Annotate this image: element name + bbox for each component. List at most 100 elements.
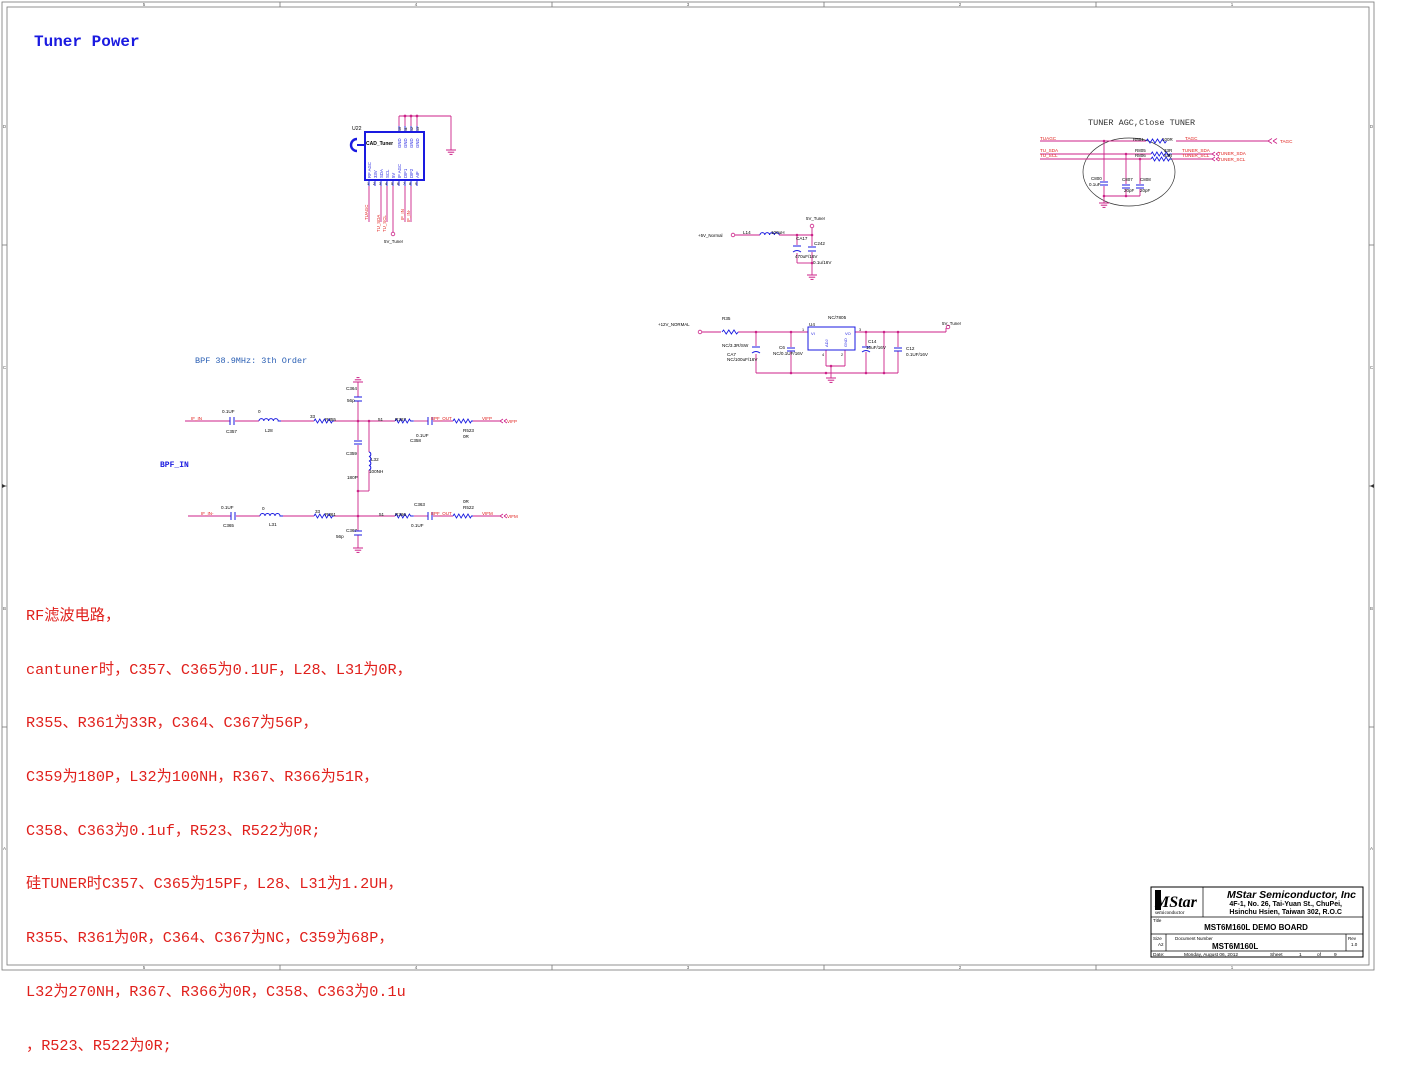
- c807-value: 20pF: [1124, 188, 1135, 193]
- note-line: C358、C363为0.1uf，R523、R522为0R;: [26, 821, 321, 840]
- u22-pin-label: SCL: [385, 169, 390, 178]
- l32-ref: L32: [371, 457, 379, 462]
- u22-pin-number: 9: [415, 182, 417, 186]
- c367-ref: C367: [346, 528, 357, 533]
- row-marker: C: [1370, 365, 1374, 370]
- u22-net-tu-sda: TU_SDA: [376, 215, 381, 232]
- u22-supply-net: 5V_Tuner: [384, 239, 404, 244]
- bpf-title: BPF 38.9MHz: 3th Order: [195, 356, 307, 366]
- note-line: RF滤波电路，: [26, 606, 121, 625]
- u22-pin-label: GND: [415, 138, 420, 148]
- c800-ref: C800: [1091, 176, 1102, 181]
- u4-name: NC/7805: [828, 315, 847, 320]
- c365-ref: C365: [223, 523, 234, 528]
- u22-pin-label: AIF: [415, 171, 420, 178]
- l28-value: 0: [258, 409, 261, 414]
- column-marker: 1: [1231, 965, 1234, 970]
- r523-value: 0R: [463, 434, 470, 439]
- size-value: A2: [1158, 942, 1164, 947]
- mstar-logo: MStar semiconductor: [1154, 890, 1198, 916]
- note-line: R355、R361为0R，C364、C367为NC，C359为68P，: [26, 929, 394, 948]
- column-marker: 3: [687, 2, 690, 7]
- r523-ref: R523: [463, 428, 474, 433]
- u22-pin-label: 5V: [391, 173, 396, 178]
- column-marker: 5: [143, 965, 146, 970]
- bpf-port-vifm: VIFM: [507, 514, 518, 519]
- c242-ref: C242: [814, 241, 825, 246]
- r522-ref: R522: [463, 505, 474, 510]
- u22-pin-label: GND: [397, 138, 402, 148]
- u4-pin-adj: ADJ: [824, 339, 829, 347]
- schematic-sheet: 5 4 3 2 1 5 4 3 2 1 D C B A D C B A: [1, 1, 1375, 971]
- docnum-value: MST6M160L: [1212, 942, 1258, 951]
- agc-net-tagc-local: TAGC: [1185, 136, 1198, 141]
- r806-value: 33R: [1164, 153, 1173, 158]
- of-label: of: [1317, 952, 1322, 958]
- c363-value: 0.1UF: [411, 523, 424, 528]
- r361-value: 33: [315, 509, 321, 514]
- c365-value: 0.1UF: [221, 505, 234, 510]
- agc-title: TUNER AGC,Close TUNER: [1088, 118, 1195, 128]
- c242-value: 0.1u/16V: [813, 260, 832, 265]
- u22-pin-number: 4: [385, 182, 387, 186]
- column-marker: 2: [959, 965, 962, 970]
- board-title: MST6M160L DEMO BOARD: [1204, 923, 1308, 932]
- u22-pin-label: RF AGC: [367, 162, 372, 178]
- u22-pin-number: 7: [403, 182, 405, 186]
- c358-value: 0.1UF: [416, 433, 429, 438]
- row-marker: B: [3, 606, 6, 611]
- u22-pin-number: 8: [409, 182, 411, 186]
- c808-ref: C808: [1140, 177, 1151, 182]
- u4-pin-number: 1: [802, 328, 804, 332]
- row-marker: D: [3, 124, 7, 129]
- title-label: Title: [1153, 918, 1162, 923]
- u22-net-if-in-minus: IF_IN-: [406, 209, 411, 222]
- note-line: cantuner时，C357、C365为0.1UF，L28、L31为0R，: [26, 660, 412, 679]
- ca17-ref: CA17: [796, 236, 808, 241]
- u22-pin-number: 3: [379, 182, 381, 186]
- bpf-section: BPF 38.9MHz: 3th Order BPF_IN: [160, 356, 518, 553]
- net-5v-tuner: 5V_Tuner: [806, 216, 826, 221]
- company-address-1: 4F-1, No. 26, Tai-Yuan St., ChuPei,: [1229, 901, 1342, 908]
- logo-subtext: semiconductor: [1155, 911, 1185, 916]
- column-marker: 3: [687, 965, 690, 970]
- u22-pin-number: 1: [367, 182, 369, 186]
- filter-5v-section: +5V_Normal L14 100uH 5V_Tuner CA17 470uF…: [698, 216, 832, 280]
- c6-value: NC/0.1UF/16V: [773, 351, 804, 356]
- c808-value: 20pF: [1140, 188, 1151, 193]
- c359-ref: C359: [346, 451, 357, 456]
- c367-value: 56p: [336, 534, 344, 539]
- c14-value: 10uF/16V: [866, 345, 887, 350]
- column-marker: 5: [143, 2, 146, 7]
- company-address-2: Hsinchu Hsien, Taiwan 302, R.O.C: [1229, 909, 1342, 916]
- l14-ref: L14: [743, 230, 751, 235]
- u22-name: CAD_Tuner: [366, 141, 393, 147]
- note-line: 硅TUNER时C357、C365为15PF，L28、L31为1.2UH，: [26, 875, 403, 894]
- l32-value: 100NH: [369, 469, 383, 474]
- note-line: L32为270NH，R367、R366为0R，C358、C363为0.1u: [26, 982, 406, 1001]
- column-marker: 4: [415, 2, 418, 7]
- bpf-net-vifp-local: VIFP: [482, 416, 492, 421]
- bpf-net-out-bottom: BPF_OUT: [431, 511, 452, 516]
- u22-tuner: U22 CAD_Tuner RF AGC 33V SDA SCL 5V IF A…: [349, 114, 457, 244]
- u22-pin-number: 6: [397, 182, 399, 186]
- r355-value: 33: [310, 414, 316, 419]
- rev-value: 1.0: [1351, 942, 1358, 947]
- bpf-net-if-in: IF_IN: [191, 416, 202, 421]
- agc-net-tuner-sda-local: TUNER_SDA: [1182, 148, 1211, 153]
- note-line: R355、R361为33R，C364、C367为56P，: [26, 714, 318, 733]
- r801-ref: R801: [1133, 137, 1144, 142]
- r367-value: 51: [378, 417, 384, 422]
- l31-ref: L31: [269, 522, 277, 527]
- l28-ref: L28: [265, 428, 273, 433]
- size-label: Size: [1153, 936, 1162, 941]
- c14-ref: C14: [868, 339, 877, 344]
- agc-net-tu-scl: TU_SCL: [1040, 153, 1058, 158]
- c363-ref: C363: [414, 502, 425, 507]
- u22-pin-number: 12: [410, 127, 414, 131]
- component-notes: RF滤波电路， cantuner时，C357、C365为0.1UF，L28、L3…: [26, 572, 412, 1073]
- u4-pin-vi: VI: [811, 331, 815, 336]
- border-markers: 5 4 3 2 1 5 4 3 2 1 D C B A D C B A: [3, 2, 1374, 970]
- r522-value: 0R: [463, 499, 470, 504]
- regulator-section: +12V_NORMAL: [658, 315, 962, 383]
